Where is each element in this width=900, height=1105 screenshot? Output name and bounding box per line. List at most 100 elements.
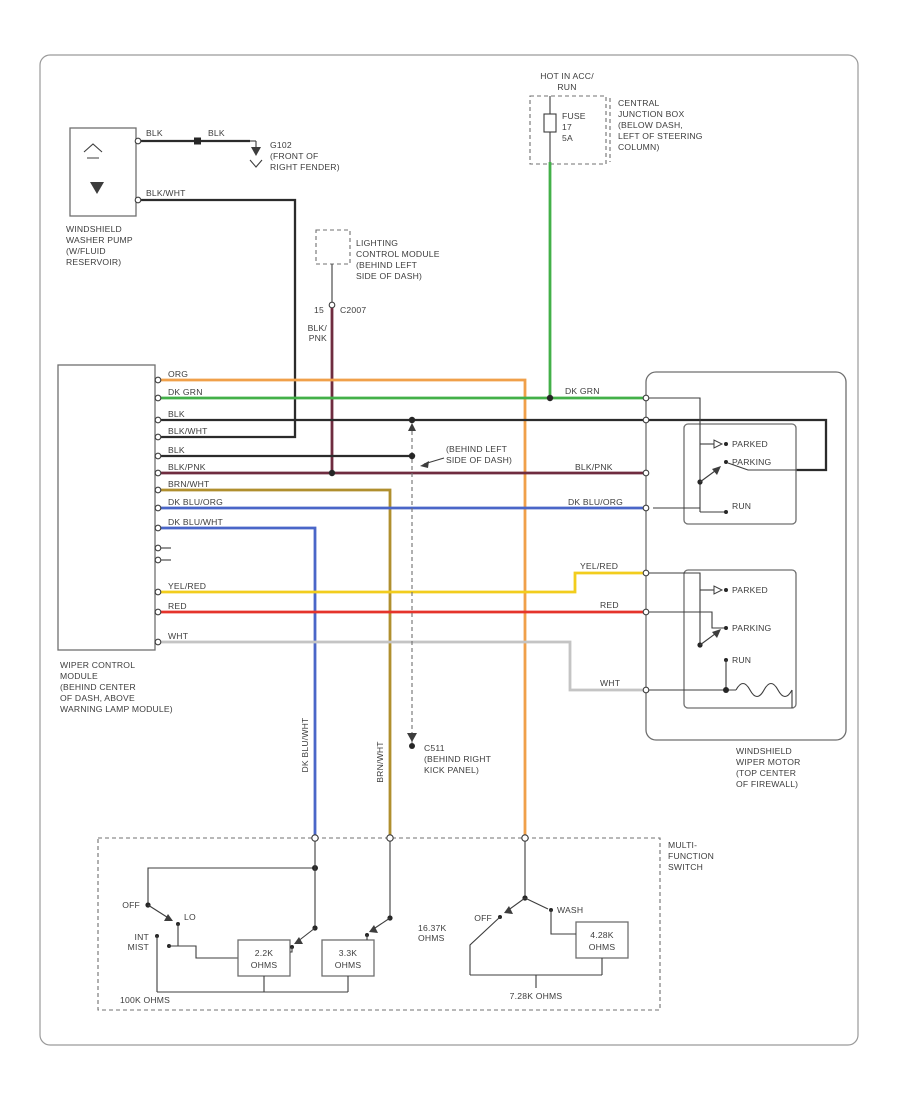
hot-label: RUN bbox=[557, 82, 576, 92]
fuse-section: HOT IN ACC/ RUN FUSE 17 5A CENTRAL JUNCT… bbox=[529, 71, 703, 165]
arrowhead bbox=[164, 914, 173, 921]
wcm-pins-and-labels: ORG DK GRN BLK BLK/WHT BLK BLK/PNK BRN/W… bbox=[154, 369, 623, 688]
wire-color-label: RED bbox=[600, 600, 619, 610]
cjb-label-line: (BELOW DASH, bbox=[618, 120, 683, 130]
wcm-pin bbox=[154, 608, 162, 616]
wire-color-label: DK GRN bbox=[565, 386, 600, 396]
ground-location-line: RIGHT FENDER) bbox=[270, 162, 340, 172]
switch-position-label: RUN bbox=[732, 655, 751, 665]
resistor-value: OHMS bbox=[335, 960, 362, 970]
wcm-pin bbox=[154, 469, 162, 477]
wire-color-label: BLK bbox=[168, 409, 185, 419]
resistor-box bbox=[237, 939, 291, 977]
wcm-pin bbox=[154, 376, 162, 384]
wcm-pin bbox=[154, 394, 162, 402]
wiper-control-module-section: WIPER CONTROL MODULE (BEHIND CENTER OF D… bbox=[57, 364, 173, 714]
resistor-value: 100K OHMS bbox=[120, 995, 170, 1005]
ground-location-line: (FRONT OF bbox=[270, 151, 318, 161]
note-line: (BEHIND LEFT bbox=[446, 444, 508, 454]
wire-runs bbox=[161, 162, 828, 838]
multifunction-switch-section: MULTI- FUNCTION SWITCH OFF LO INT MIST 1… bbox=[97, 834, 714, 1011]
wire-org bbox=[161, 378, 527, 838]
switch-feed-line bbox=[649, 397, 701, 512]
wcm-label-line: WIPER CONTROL bbox=[60, 660, 135, 670]
mfs-label-line: FUNCTION bbox=[668, 851, 714, 861]
mfs-label-line: MULTI- bbox=[668, 840, 697, 850]
wcm-pin bbox=[154, 544, 162, 552]
lcm-label-line: (BEHIND LEFT bbox=[356, 260, 418, 270]
cjb-label-line: COLUMN) bbox=[618, 142, 660, 152]
wcm-pin bbox=[154, 638, 162, 646]
lighting-control-module-section: LIGHTING CONTROL MODULE (BEHIND LEFT SID… bbox=[308, 229, 440, 473]
wire-color-label: DK BLU/ORG bbox=[168, 497, 223, 507]
resistor-lead bbox=[169, 945, 238, 959]
contact-dot bbox=[724, 460, 728, 464]
switch-position-label: PARKING bbox=[732, 457, 772, 467]
wire-color-label: YEL/RED bbox=[580, 561, 618, 571]
motor-label-line: (TOP CENTER bbox=[736, 768, 796, 778]
wcm-pin bbox=[154, 524, 162, 532]
lcm-label-line: LIGHTING bbox=[356, 238, 398, 248]
resistor-value: OHMS bbox=[251, 960, 278, 970]
motor-pin bbox=[642, 394, 650, 402]
wcm-label-line: (BEHIND CENTER bbox=[60, 682, 136, 692]
lcm-pin bbox=[328, 301, 336, 309]
lcm-label-line: SIDE OF DASH) bbox=[356, 271, 422, 281]
switch-position-label: RUN bbox=[732, 501, 751, 511]
lcm-connector-id: C2007 bbox=[340, 305, 366, 315]
contact-dot bbox=[724, 626, 728, 630]
washer-pump-label-line: (W/FLUID bbox=[66, 246, 106, 256]
note-line: SIDE OF DASH) bbox=[446, 455, 512, 465]
resistor-value: 7.28K OHMS bbox=[510, 991, 563, 1001]
cjb-label-line: JUNCTION BOX bbox=[618, 109, 684, 119]
wcm-pin bbox=[154, 504, 162, 512]
wcm-pin bbox=[154, 588, 162, 596]
arrowhead bbox=[504, 906, 513, 914]
wcm-box bbox=[57, 364, 156, 651]
mfs-connector-pin bbox=[521, 834, 529, 842]
wire-color-label: BRN/WHT bbox=[168, 479, 210, 489]
wire-color-label: DK BLU/WHT bbox=[300, 717, 310, 773]
wire-brn-wht bbox=[161, 488, 392, 838]
inline-connector bbox=[194, 137, 201, 145]
wire-color-label: ORG bbox=[168, 369, 188, 379]
resistor-value: 16.37K bbox=[418, 923, 447, 933]
resistor-box bbox=[321, 939, 375, 977]
wire-color-label: BLK bbox=[168, 445, 185, 455]
mfs-outline bbox=[97, 837, 661, 1011]
junction-dot bbox=[408, 452, 416, 460]
arrowhead bbox=[369, 925, 378, 933]
wire-color-label: BLK/PNK bbox=[575, 462, 613, 472]
contact-dot bbox=[724, 442, 728, 446]
motor-pin bbox=[642, 569, 650, 577]
resistor-lead bbox=[550, 910, 576, 935]
wcm-pin bbox=[154, 416, 162, 424]
motor-winding-symbol bbox=[735, 682, 793, 698]
switch-position-label: PARKING bbox=[732, 623, 772, 633]
junction-dot bbox=[408, 416, 416, 424]
switch-position-label: PARKED bbox=[732, 439, 768, 449]
switch-position-label: PARKED bbox=[732, 585, 768, 595]
mfs-connector-pin bbox=[311, 834, 319, 842]
washer-nozzle-symbol bbox=[83, 143, 103, 159]
motor-pin bbox=[642, 469, 650, 477]
wire-color-label: BLK bbox=[146, 128, 163, 138]
wiper-motor-section: PARKED PARKING RUN PARKED PARKING RUN WI… bbox=[642, 371, 847, 789]
washer-pump-section: WINDSHIELD WASHER PUMP (W/FLUID RESERVOI… bbox=[66, 127, 340, 439]
pump-symbol bbox=[90, 182, 104, 194]
resistor-lead bbox=[469, 916, 501, 975]
motor-label-line: WINDSHIELD bbox=[736, 746, 792, 756]
wire-blk-run bbox=[161, 418, 828, 472]
switch-position-label: OFF bbox=[474, 913, 492, 923]
hot-label: HOT IN ACC/ bbox=[540, 71, 594, 81]
wire-wht bbox=[161, 640, 646, 692]
lcm-label-line: CONTROL MODULE bbox=[356, 249, 440, 259]
wire-dk-blu-wht bbox=[161, 526, 317, 838]
wire-color-label: DK GRN bbox=[168, 387, 203, 397]
contact-triangle bbox=[713, 585, 724, 595]
arrowhead bbox=[712, 466, 721, 475]
cjb-label-line: CENTRAL bbox=[618, 98, 660, 108]
resistor-value: 4.28K bbox=[590, 930, 614, 940]
connector-id: C511 bbox=[424, 743, 445, 753]
